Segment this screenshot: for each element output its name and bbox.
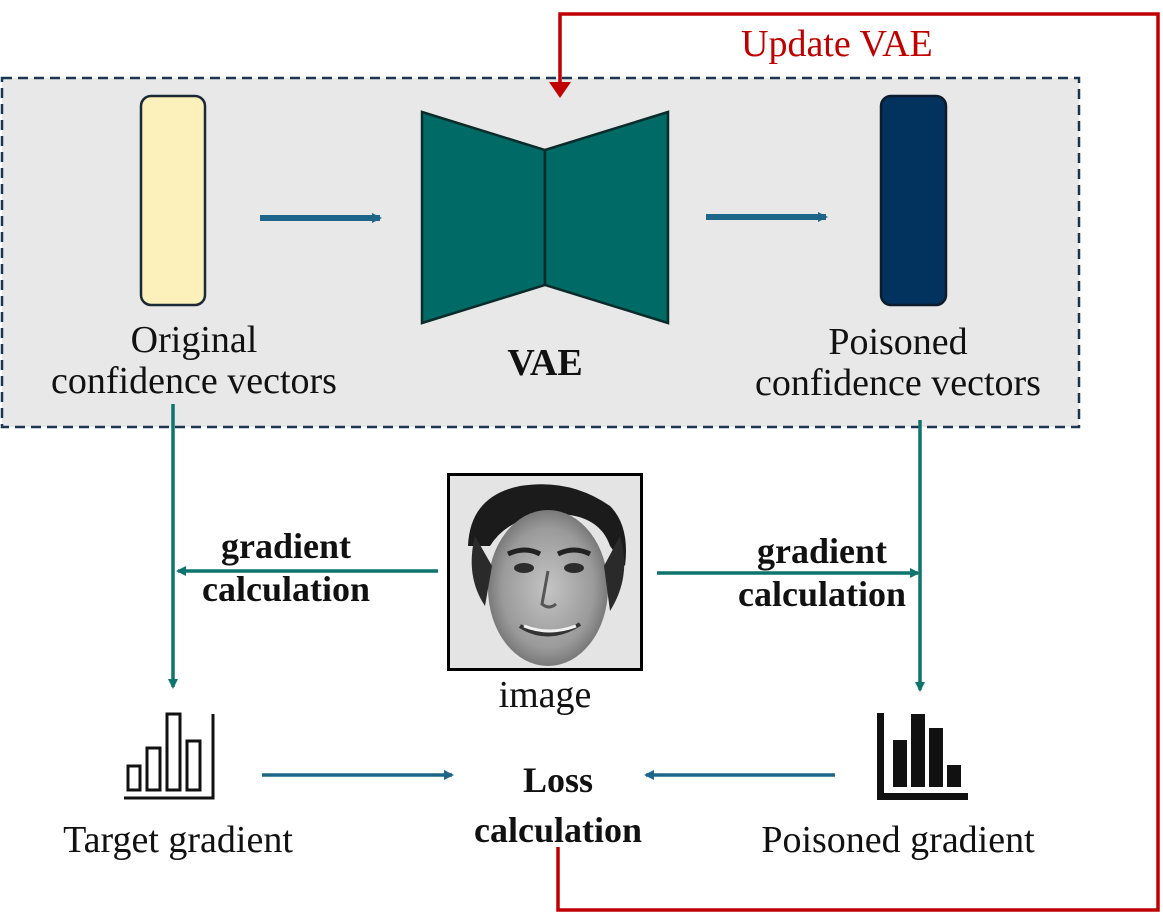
- original-confidence-vector: [139, 94, 207, 307]
- vae-encoder-shape: [420, 110, 547, 325]
- original-label-line-2: confidence vectors: [51, 360, 337, 403]
- image-label: image: [498, 674, 592, 716]
- target-gradient-label: Target gradient: [63, 819, 293, 861]
- update-vae-arrowhead: [549, 82, 571, 98]
- left-gradient-line-2: calculation: [202, 569, 370, 610]
- bar-chart-filled-icon: [877, 713, 968, 800]
- poisoned-vectors-label: Poisoned confidence vectors: [730, 321, 1066, 405]
- bar-chart-outline-icon: [124, 712, 215, 800]
- poisoned-label-line-1: Poisoned: [828, 321, 968, 363]
- vae-label: VAE: [507, 342, 583, 384]
- original-label-line-1: Original: [130, 319, 258, 361]
- left-gradient-line-1: gradient: [221, 526, 351, 566]
- loss-calculation-label: Loss calculation: [448, 756, 668, 855]
- loss-line-2: calculation: [474, 809, 642, 850]
- face-photo-icon: [447, 473, 643, 671]
- poisoned-gradient-label: Poisoned gradient: [761, 819, 1035, 861]
- right-gradient-calculation-label: gradient calculation: [708, 530, 936, 616]
- right-gradient-line-1: gradient: [757, 531, 887, 571]
- poisoned-confidence-vector: [879, 94, 948, 307]
- loss-line-1: Loss: [522, 760, 594, 800]
- update-vae-label: Update VAE: [741, 23, 933, 65]
- poisoned-label-line-2: confidence vectors: [755, 362, 1041, 405]
- original-vectors-label: Original confidence vectors: [28, 319, 360, 403]
- update-vae-loop: [556, 12, 1160, 912]
- right-gradient-line-2: calculation: [738, 574, 906, 615]
- left-gradient-calculation-label: gradient calculation: [170, 525, 402, 611]
- vae-decoder-shape: [543, 110, 670, 325]
